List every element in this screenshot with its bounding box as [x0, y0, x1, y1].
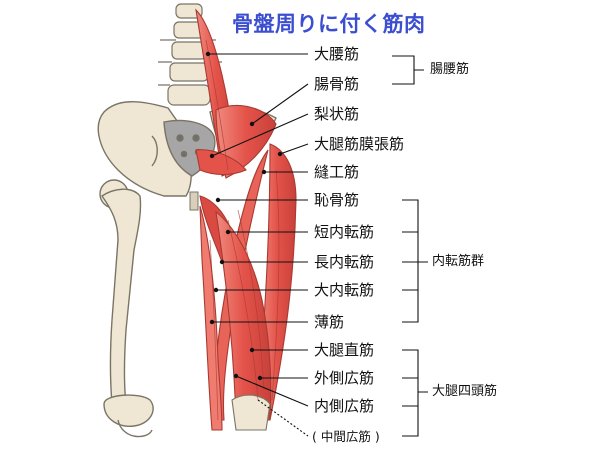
- thigh-muscles: [195, 8, 297, 431]
- leader-lines: [208, 53, 309, 437]
- label-vastus-intermedius: ( 中間広筋 ): [312, 429, 380, 444]
- label-pectineus: 恥骨筋: [314, 191, 360, 209]
- label-vastus-lateralis: 外側広筋: [314, 369, 375, 387]
- group-iliopsoas: 腸腰筋: [430, 62, 470, 77]
- group-quadriceps: 大腿四頭筋: [432, 384, 498, 399]
- label-adductor-brevis: 短内転筋: [314, 223, 375, 241]
- diagram-title: 骨盤周りに付く筋肉: [232, 12, 426, 36]
- label-rectus-femoris: 大腿直筋: [314, 341, 375, 359]
- label-iliacus: 腸骨筋: [314, 75, 360, 93]
- femur: [99, 179, 154, 438]
- label-adductor-magnus: 大内転筋: [314, 281, 375, 299]
- label-vastus-medialis: 内側広筋: [314, 397, 375, 415]
- label-adductor-longus: 長内転筋: [314, 253, 375, 271]
- label-tensor-fasciae-latae: 大腿筋膜張筋: [314, 135, 405, 153]
- label-piriformis: 梨状筋: [314, 105, 360, 123]
- group-brackets: [392, 55, 428, 437]
- label-psoas-major: 大腰筋: [314, 45, 360, 63]
- group-adductors: 内転筋群: [432, 254, 485, 269]
- label-gracilis: 薄筋: [314, 313, 345, 331]
- pubic-symphysis: [189, 191, 199, 211]
- label-sartorius: 縫工筋: [314, 163, 360, 181]
